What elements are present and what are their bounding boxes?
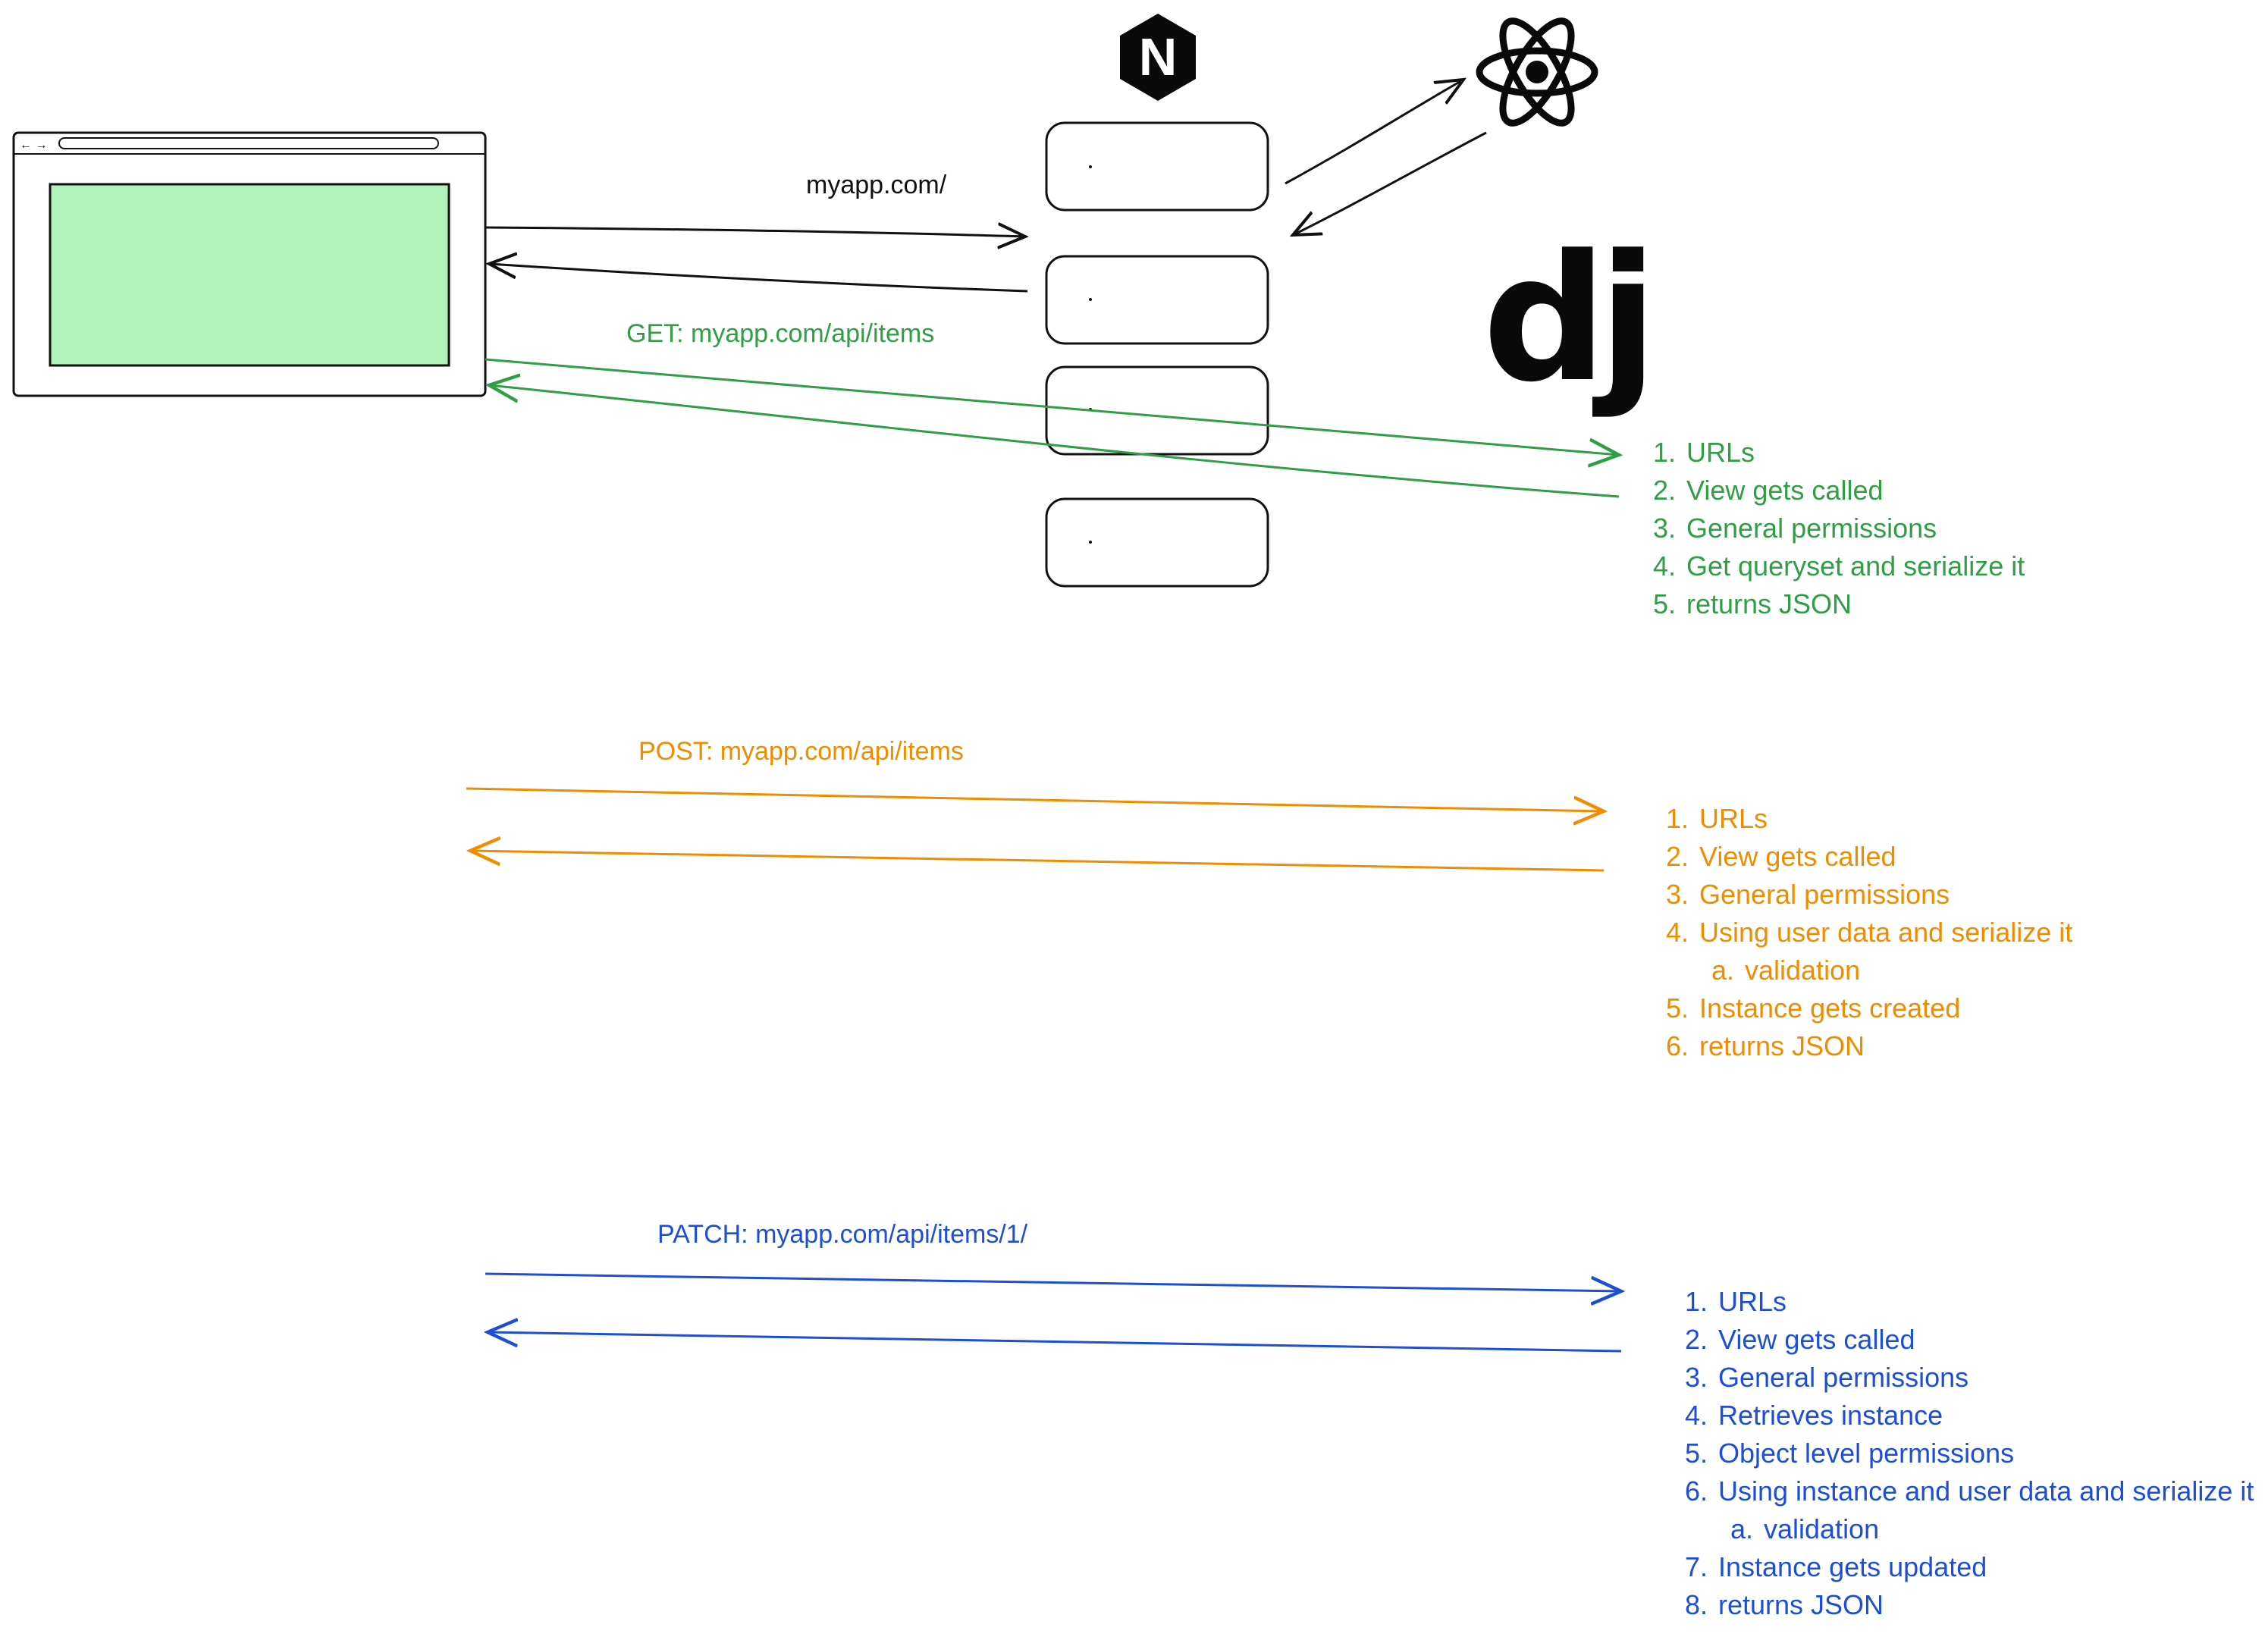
nginx-logo-icon: N	[1120, 14, 1196, 101]
react-logo-icon	[1476, 17, 1598, 127]
post-response-arrow	[470, 851, 1605, 872]
list-item-text: Instance gets created	[1699, 992, 1961, 1024]
list-item-marker: 3.	[1653, 513, 1677, 544]
list-item: 5. Instance gets created	[1666, 989, 2072, 1027]
list-item-marker: 5.	[1685, 1438, 1708, 1469]
list-sub-item: a. validation	[1685, 1510, 2254, 1548]
list-item: 4. Retrieves instance	[1685, 1397, 2254, 1435]
list-item-text: General permissions	[1718, 1362, 1969, 1393]
list-item: 4. Using user data and serialize it	[1666, 914, 2072, 952]
list-item-marker: 3.	[1666, 879, 1689, 910]
list-item-marker: 4.	[1685, 1400, 1708, 1431]
list-item-text: URLs	[1699, 803, 1768, 834]
list-item-text: General permissions	[1699, 879, 1950, 910]
browser-screen	[49, 183, 450, 367]
browser-nav-arrows: ← →	[20, 139, 47, 152]
list-item: 7. Instance gets updated	[1685, 1548, 2254, 1586]
list-item-marker: 2.	[1685, 1324, 1708, 1355]
get-request-arrow	[485, 358, 1619, 455]
list-item-text: returns JSON	[1718, 1589, 1884, 1620]
browser-window-icon: ← →	[12, 131, 487, 397]
browser-address-bar	[58, 137, 439, 149]
list-item-marker: 2.	[1653, 475, 1677, 506]
list-item-marker: 6.	[1685, 1475, 1708, 1507]
list-item: 1. URLs	[1685, 1283, 2254, 1321]
list-item-marker: 1.	[1685, 1286, 1708, 1317]
list-item-marker: 2.	[1666, 841, 1689, 872]
patch-steps-list: 1. URLs 2. View gets called 3. General permis…	[1685, 1283, 2254, 1624]
server-box-3	[1045, 365, 1269, 456]
get-steps-list: 1. URLs 2. View gets called 3. General permis…	[1653, 434, 2025, 623]
list-item-text: General permissions	[1686, 513, 1937, 544]
list-item: 1. URLs	[1653, 434, 2025, 472]
list-item: 4. Get queryset and serialize it	[1653, 547, 2025, 585]
list-item-text: returns JSON	[1699, 1030, 1865, 1061]
server-box-dot-1	[1089, 165, 1092, 168]
patch-label: PATCH: myapp.com/api/items/1/	[657, 1220, 1028, 1249]
arrow-browser-to-server	[485, 227, 1025, 237]
list-item: 3. General permissions	[1666, 876, 2072, 914]
arrow-react-to-server	[1293, 131, 1487, 235]
post-label: POST: myapp.com/api/items	[638, 737, 964, 766]
django-logo-letters: dj	[1482, 218, 1648, 421]
root-url-label: myapp.com/	[806, 171, 947, 199]
get-response-arrow	[489, 385, 1620, 498]
list-item-marker: 6.	[1666, 1030, 1689, 1061]
list-item: 6. Using instance and user data and seria…	[1685, 1472, 2254, 1510]
list-item-marker: 8.	[1685, 1589, 1708, 1620]
list-item-text: Object level permissions	[1718, 1438, 2015, 1469]
list-item-marker: 1.	[1653, 437, 1677, 468]
list-item-text: Get queryset and serialize it	[1686, 550, 2025, 582]
list-item-text: Retrieves instance	[1718, 1400, 1943, 1431]
list-item: 2. View gets called	[1653, 472, 2025, 510]
post-request-arrow	[466, 787, 1604, 811]
server-box-4	[1045, 497, 1269, 588]
nginx-logo-letter: N	[1139, 27, 1178, 86]
list-item: 2. View gets called	[1666, 838, 2072, 876]
list-sub-item: a. validation	[1666, 952, 2072, 989]
list-item-marker: 5.	[1666, 992, 1689, 1024]
post-steps-list: 1. URLs 2. View gets called 3. General permis…	[1666, 800, 2072, 1065]
patch-request-arrow	[485, 1272, 1621, 1291]
list-item-marker: 4.	[1666, 917, 1689, 948]
list-item-marker: 5.	[1653, 588, 1677, 619]
patch-response-arrow	[488, 1332, 1622, 1353]
get-label: GET: myapp.com/api/items	[626, 319, 935, 348]
server-box-2	[1045, 255, 1269, 345]
list-item: 2. View gets called	[1685, 1321, 2254, 1359]
list-item: 3. General permissions	[1653, 510, 2025, 547]
list-item-text: validation	[1764, 1513, 1880, 1544]
server-box-dot-4	[1089, 541, 1092, 544]
list-item-marker: 1.	[1666, 803, 1689, 834]
server-box-1	[1045, 121, 1269, 212]
list-item: 3. General permissions	[1685, 1359, 2254, 1397]
list-item-text: URLs	[1718, 1286, 1787, 1317]
list-item-marker: a.	[1711, 955, 1735, 986]
list-item-marker: a.	[1730, 1513, 1754, 1544]
server-box-dot-2	[1089, 298, 1092, 301]
list-item-text: View gets called	[1686, 475, 1884, 506]
list-item: 5. returns JSON	[1653, 585, 2025, 623]
list-item: 1. URLs	[1666, 800, 2072, 838]
django-logo-icon: dj	[1482, 218, 1658, 421]
list-item-text: validation	[1745, 955, 1861, 986]
list-item: 8. returns JSON	[1685, 1586, 2254, 1624]
list-item-marker: 3.	[1685, 1362, 1708, 1393]
list-item-text: Using user data and serialize it	[1699, 917, 2073, 948]
list-item-text: View gets called	[1718, 1324, 1915, 1355]
list-item-marker: 7.	[1685, 1551, 1708, 1582]
list-item-marker: 4.	[1653, 550, 1677, 582]
list-item-text: returns JSON	[1686, 588, 1852, 619]
list-item: 6. returns JSON	[1666, 1027, 2072, 1065]
list-item-text: Instance gets updated	[1718, 1551, 1987, 1582]
arrow-server-to-react	[1285, 80, 1463, 185]
list-item: 5. Object level permissions	[1685, 1435, 2254, 1472]
list-item-text: URLs	[1686, 437, 1755, 468]
list-item-text: View gets called	[1699, 841, 1896, 872]
list-item-text: Using instance and user data and seriali…	[1718, 1475, 2254, 1507]
arrow-server-to-browser	[489, 264, 1028, 293]
